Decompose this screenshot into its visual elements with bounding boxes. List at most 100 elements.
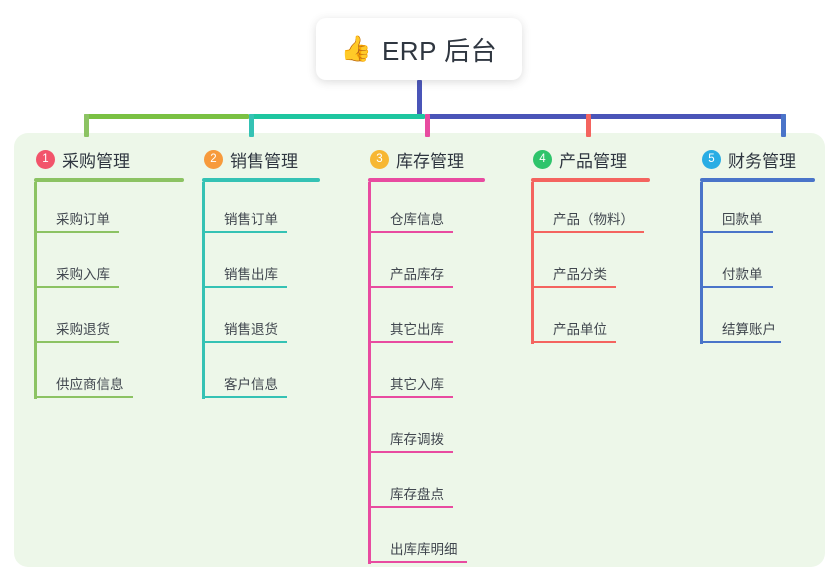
list-item-underline [703,231,773,233]
list-item-underline [534,341,616,343]
list-item-label: 结算账户 [722,322,776,337]
list-item-underline [205,396,287,398]
list-item-underline [534,286,616,288]
item-spine-4 [531,182,534,344]
list-item[interactable]: 回款单 [700,182,815,237]
list-item[interactable]: 采购入库 [34,237,184,292]
root-node[interactable]: 👍 ERP 后台 [316,18,522,80]
list-item-underline [371,561,467,563]
root-stem [417,80,422,115]
item-spine-1 [34,182,37,399]
root-title: ERP 后台 [381,35,498,66]
thumbs-up-icon: 👍 [340,34,372,63]
list-item-label: 采购退货 [56,322,110,337]
category-header-4[interactable]: 4 产品管理 [531,146,650,172]
list-item-label: 产品（物料） [553,212,634,227]
list-item[interactable]: 销售退货 [202,292,320,347]
list-item-label: 库存调拨 [390,432,444,447]
list-item[interactable]: 库存调拨 [368,402,485,457]
category-underline-3 [368,178,485,182]
item-spine-3 [368,182,371,564]
item-spine-5 [700,182,703,344]
category-underline-2 [202,178,320,182]
category-badge-3: 3 [370,149,389,169]
list-item-label: 付款单 [722,267,763,282]
category-header-5[interactable]: 5 财务管理 [700,146,815,172]
list-item-underline [205,286,287,288]
list-item[interactable]: 付款单 [700,237,815,292]
drop-1 [84,114,89,137]
list-item-underline [371,231,453,233]
item-list-3: 仓库信息产品库存其它出库其它入库库存调拨库存盘点出库库明细 [368,182,485,567]
list-item[interactable]: 其它出库 [368,292,485,347]
list-item-underline [371,506,453,508]
list-item[interactable]: 产品（物料） [531,182,650,237]
category-underline-4 [531,178,650,182]
list-item-underline [205,341,287,343]
list-item[interactable]: 客户信息 [202,347,320,402]
list-item[interactable]: 销售订单 [202,182,320,237]
drop-2 [249,114,254,137]
category-title-4: 产品管理 [559,151,627,171]
list-item[interactable]: 出库库明细 [368,512,485,567]
category-title-1: 采购管理 [62,151,130,171]
list-item-underline [371,451,453,453]
list-item-underline [371,286,453,288]
segment-blue [425,114,786,119]
category-title-2: 销售管理 [230,151,298,171]
list-item-label: 客户信息 [224,377,278,392]
list-item-label: 出库库明细 [390,542,458,557]
list-item-label: 采购订单 [56,212,110,227]
list-item[interactable]: 供应商信息 [34,347,184,402]
list-item-underline [205,231,287,233]
category-underline-1 [34,178,184,182]
category-badge-5: 5 [702,149,721,169]
item-list-4: 产品（物料） 产品分类产品单位 [531,182,650,347]
category-title-5: 财务管理 [728,151,796,171]
list-item[interactable]: 其它入库 [368,347,485,402]
list-item-label: 采购入库 [56,267,110,282]
list-item-label: 销售退货 [224,322,278,337]
list-item[interactable]: 产品单位 [531,292,650,347]
list-item-underline [37,396,133,398]
category-column-4: 4 产品管理产品（物料） 产品分类产品单位 [531,146,650,347]
category-column-5: 5 财务管理回款单付款单结算账户 [700,146,815,347]
list-item-label: 其它出库 [390,322,444,337]
list-item-label: 其它入库 [390,377,444,392]
category-underline-5 [700,178,815,182]
list-item-label: 产品分类 [553,267,607,282]
item-list-2: 销售订单销售出库销售退货客户信息 [202,182,320,402]
list-item-label: 产品单位 [553,322,607,337]
item-list-1: 采购订单采购入库采购退货供应商信息 [34,182,184,402]
list-item-label: 供应商信息 [56,377,124,392]
list-item[interactable]: 结算账户 [700,292,815,347]
item-list-5: 回款单付款单结算账户 [700,182,815,347]
list-item-label: 仓库信息 [390,212,444,227]
drop-5 [781,114,786,137]
list-item-underline [703,286,773,288]
list-item-underline [371,396,453,398]
list-item[interactable]: 采购订单 [34,182,184,237]
list-item-label: 销售订单 [224,212,278,227]
list-item-label: 库存盘点 [390,487,444,502]
list-item-underline [37,286,119,288]
list-item[interactable]: 采购退货 [34,292,184,347]
list-item[interactable]: 销售出库 [202,237,320,292]
list-item-underline [37,231,119,233]
list-item-underline [534,231,644,233]
list-item[interactable]: 产品库存 [368,237,485,292]
list-item[interactable]: 库存盘点 [368,457,485,512]
drop-3 [425,114,430,137]
list-item[interactable]: 仓库信息 [368,182,485,237]
category-badge-4: 4 [533,149,552,169]
list-item[interactable]: 产品分类 [531,237,650,292]
segment-green [84,114,249,119]
list-item-underline [37,341,119,343]
